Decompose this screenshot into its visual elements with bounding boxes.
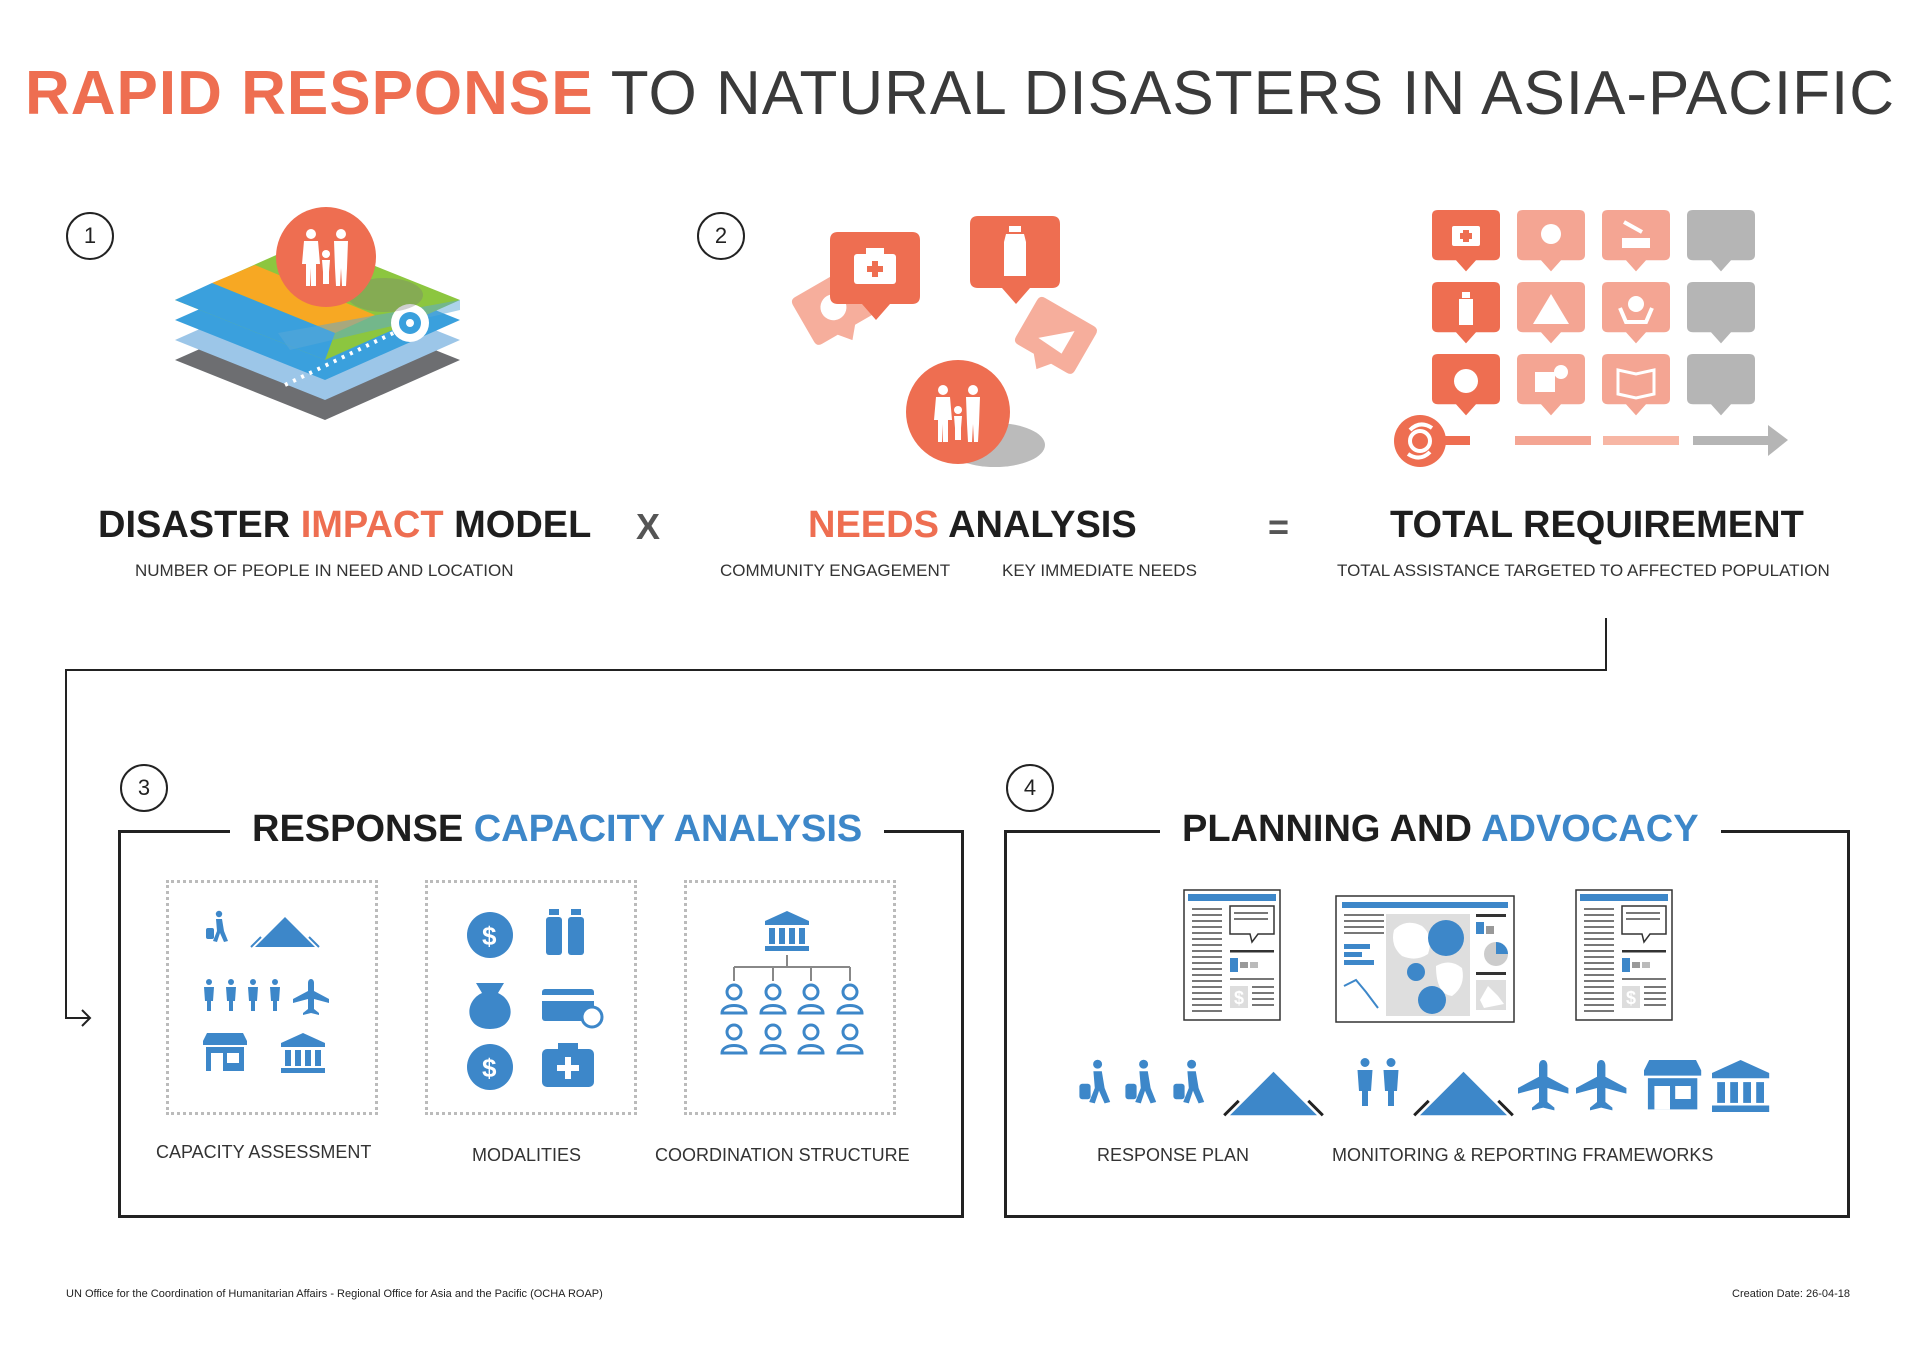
step-1-number: 1 [66, 212, 114, 260]
sanitation-icon [1517, 354, 1585, 416]
step-1-heading-c: MODEL [443, 504, 592, 546]
monitoring-frameworks-label: MONITORING & REPORTING FRAMEWORKS [1332, 1145, 1714, 1165]
step-2-subtitle-community: COMMUNITY ENGAGEMENT [720, 561, 951, 580]
title-accent: RAPID RESPONSE [24, 59, 594, 128]
shop-icon [1644, 1060, 1702, 1110]
family-icon-center [906, 360, 1010, 464]
capacity-assessment-box [166, 880, 378, 1115]
total-requirement-subtitle: TOTAL ASSISTANCE TARGETED TO AFFECTED PO… [1337, 561, 1830, 580]
first-aid-icon [1432, 210, 1500, 272]
shelter-kit-icon [1007, 295, 1099, 387]
footer-organization: UN Office for the Coordination of Humani… [66, 1288, 603, 1300]
tent-icon [250, 916, 320, 948]
grain-sack-icon [469, 983, 511, 1029]
person-icon [720, 983, 864, 1055]
step-2-heading-a: NEEDS [808, 504, 939, 546]
shop-icon [203, 1033, 247, 1071]
bottles-icon [546, 909, 584, 955]
response-plan-label: RESPONSE PLAN [1097, 1145, 1250, 1165]
map-layers-icon [175, 207, 460, 420]
cyclone-icon [1394, 415, 1446, 467]
tent-icon [1222, 1070, 1325, 1117]
family-icon [276, 207, 376, 307]
airplane-icon [293, 979, 329, 1015]
coordination-structure-box [684, 880, 896, 1115]
water-bottle-icon [970, 216, 1060, 304]
report-document-icon [1183, 889, 1281, 1021]
protection-icon [1602, 282, 1670, 344]
step-4-heading-a: PLANNING AND [1182, 808, 1482, 850]
institution-icon [765, 911, 809, 951]
report-document-icon-2 [1575, 889, 1673, 1021]
svg-text:$: $ [482, 1053, 497, 1083]
step-2-heading: NEEDS ANALYSIS [808, 504, 1137, 547]
step-2-number: 2 [697, 212, 745, 260]
education-icon [1602, 354, 1670, 416]
airplane-icon [1518, 1060, 1569, 1111]
tent-icon-2 [1412, 1070, 1515, 1117]
step-1-heading: DISASTER IMPACT MODEL [98, 504, 591, 547]
step-1-heading-b: IMPACT [300, 504, 444, 546]
people-icon [1357, 1058, 1399, 1106]
total-requirement-grid [1394, 210, 1788, 467]
step-4-heading: PLANNING AND ADVOCACY [1160, 808, 1721, 851]
construction-icon [1602, 210, 1670, 272]
needs-illustration [790, 216, 1099, 467]
footer-creation-date: Creation Date: 26-04-18 [1732, 1288, 1851, 1300]
modalities-label: MODALITIES [472, 1145, 582, 1165]
multiply-operator: X [636, 506, 661, 547]
modalities-box: $ $ [425, 880, 637, 1115]
step-4-number: 4 [1006, 764, 1054, 812]
walking-person-icon [1079, 1059, 1205, 1104]
total-requirement-heading: TOTAL REQUIREMENT [1390, 504, 1804, 546]
title-rest: TO NATURAL DISASTERS IN ASIA-PACIFIC [593, 59, 1896, 128]
dollar-coin-icon-2: $ [467, 1044, 513, 1090]
food-icon [1432, 354, 1500, 416]
step-1-heading-a: DISASTER [98, 504, 301, 546]
capacity-assessment-label: CAPACITY ASSESSMENT [156, 1142, 372, 1162]
svg-text:$: $ [482, 921, 497, 951]
bank-icon [281, 1033, 325, 1073]
dashboard-map-icon [1335, 895, 1515, 1023]
step-3-number: 3 [120, 764, 168, 812]
airplane-icon-2 [1576, 1060, 1627, 1111]
people-icon [204, 979, 280, 1011]
bank-icon [1712, 1060, 1770, 1112]
equals-operator: = [1268, 506, 1290, 547]
step-1-subtitle: NUMBER OF PEOPLE IN NEED AND LOCATION [135, 561, 514, 580]
credit-card-icon [542, 989, 604, 1029]
first-aid-kit-icon [830, 232, 920, 320]
step-3-heading-a: RESPONSE [252, 808, 474, 850]
nutrition-icon [1517, 210, 1585, 272]
step-2-subtitle-needs: KEY IMMEDIATE NEEDS [1002, 561, 1197, 580]
dollar-coin-icon: $ [467, 912, 513, 958]
step-2-heading-b: ANALYSIS [938, 504, 1137, 546]
water-icon [1432, 282, 1500, 344]
shelter-icon [1517, 282, 1585, 344]
coordination-structure-label: COORDINATION STRUCTURE [655, 1145, 910, 1165]
medical-kit-icon [542, 1043, 594, 1087]
step-3-heading-b: CAPACITY ANALYSIS [473, 808, 863, 850]
assets-row [1079, 1058, 1770, 1117]
walking-person-icon [206, 910, 228, 942]
step-4-heading-b: ADVOCACY [1481, 808, 1699, 850]
page-title: RAPID RESPONSE TO NATURAL DISASTERS IN A… [0, 58, 1920, 129]
step-3-heading: RESPONSE CAPACITY ANALYSIS [230, 808, 885, 851]
